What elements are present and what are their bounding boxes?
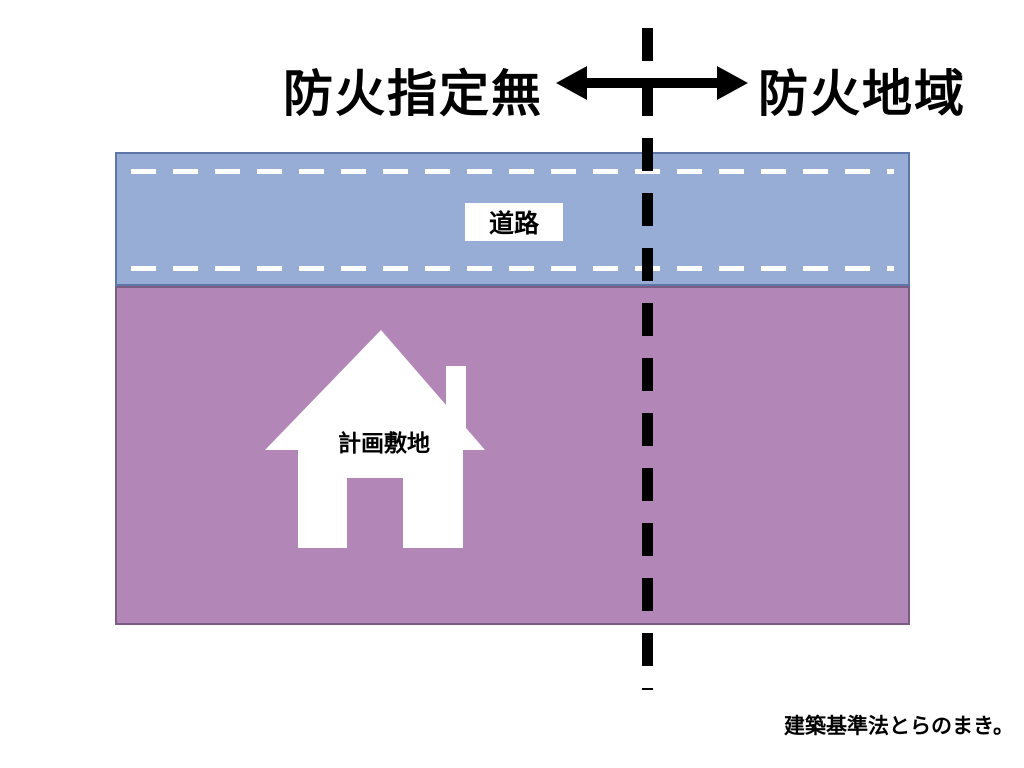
label-fire-prevention-district: 防火地域 [758,66,966,122]
arrow-head-right [717,66,748,100]
road-label-text: 道路 [488,210,539,238]
road-dashed-line-top [131,169,894,174]
site-label: 計画敷地 [338,430,430,456]
double-arrow-icon [556,66,748,100]
road-dashed-line-bottom [131,266,894,271]
planned-site-area [115,286,910,625]
zone-boundary-dashed-line [642,28,653,690]
house-shape [265,330,485,548]
label-no-fire-designation: 防火指定無 [283,66,543,122]
road-label: 道路 [465,203,563,241]
house-icon [265,330,485,548]
arrow-head-left [556,66,587,100]
credit-text: 建築基準法とらのまき。 [784,715,1014,738]
